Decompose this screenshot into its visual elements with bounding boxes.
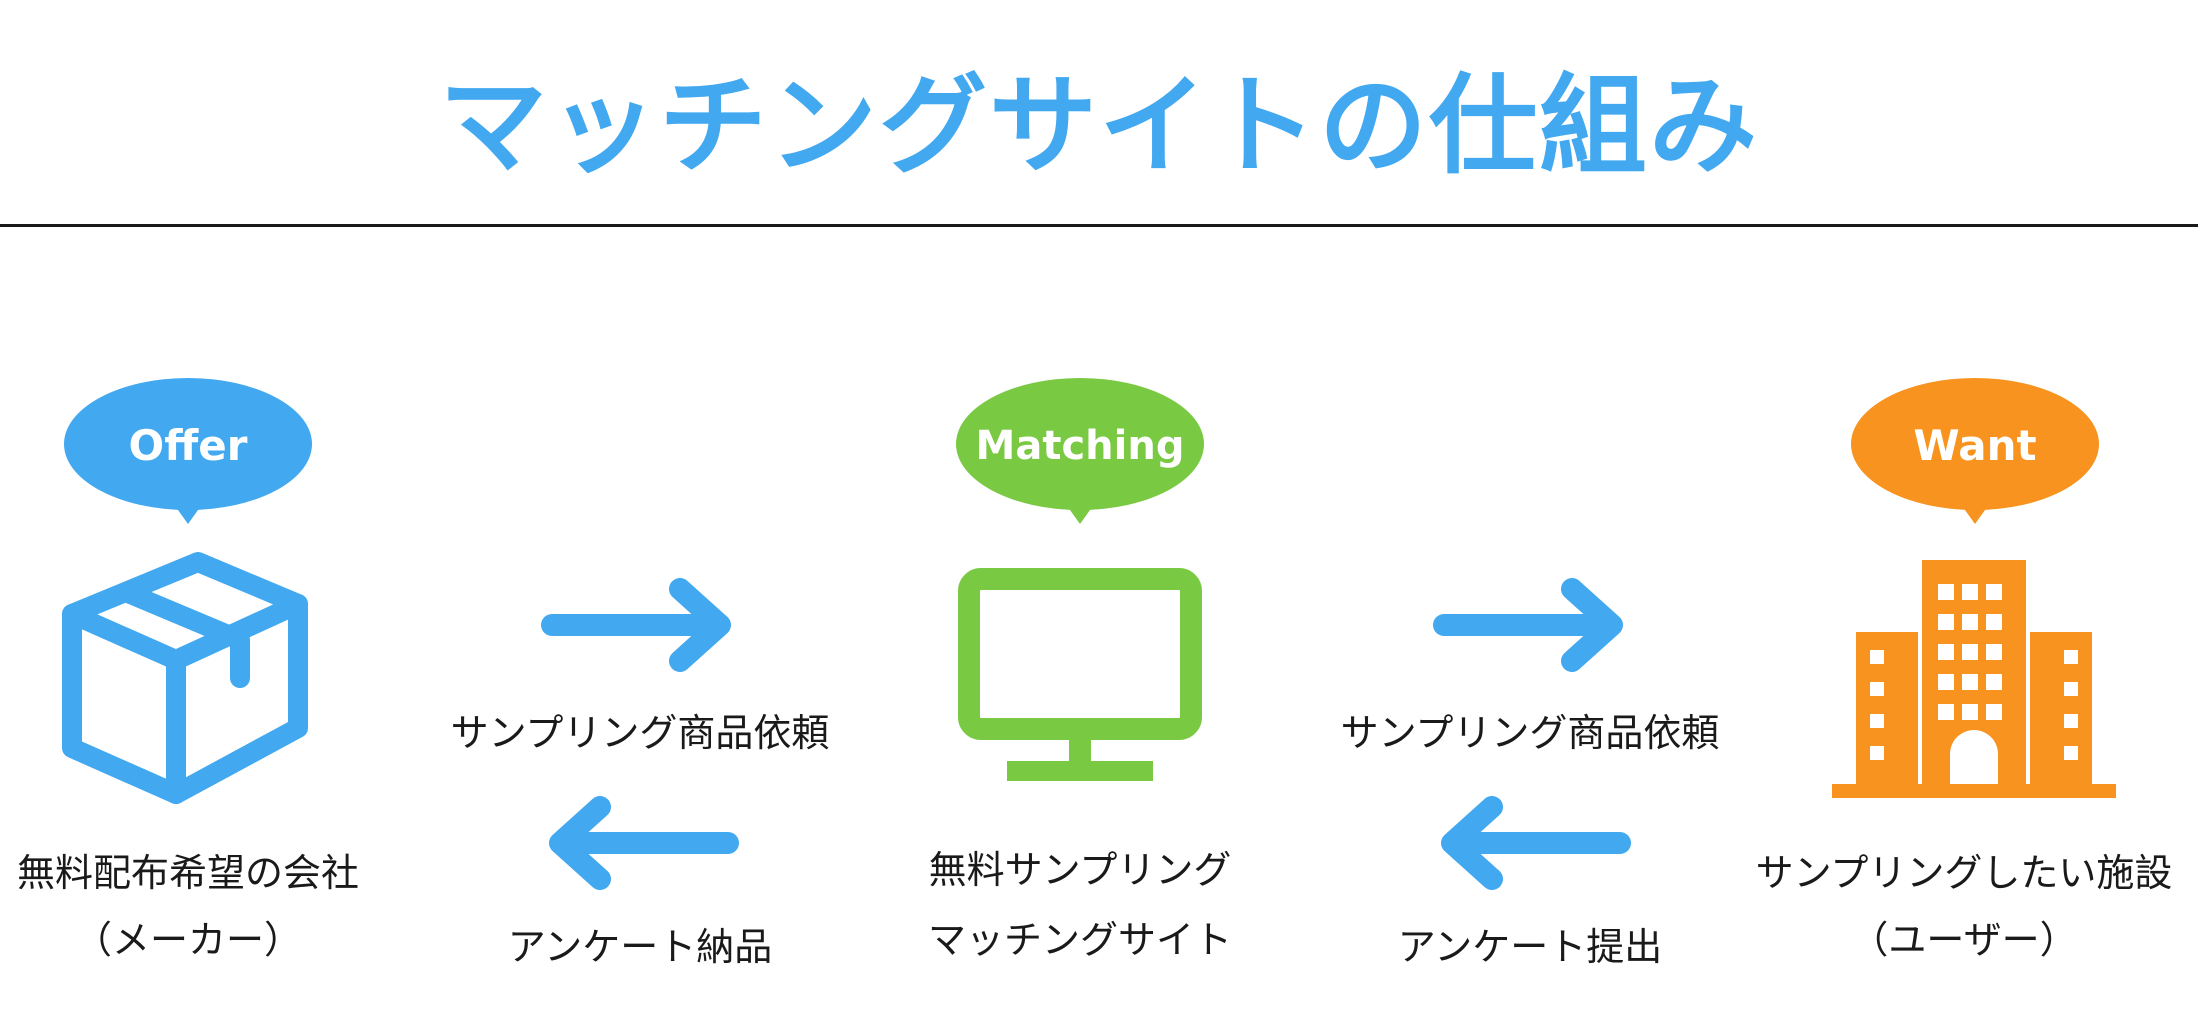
building-icon [1832,560,2116,798]
want-label-line1: サンプリングしたい施設 [1755,851,2173,895]
matching-badge: Matching [955,378,1205,528]
speech-bubble-icon [956,378,1204,524]
offer-badge: Offer [63,378,313,528]
arrow-right-icon [1433,578,1623,672]
matching-label-line1: 無料サンプリング [928,848,1232,892]
page-title: マッチングサイトの仕組み [438,64,1759,189]
left-request-label: サンプリング商品依頼 [450,711,830,755]
arrow-right-icon [541,578,731,672]
right-return-label: アンケート提出 [1397,925,1663,969]
offer-label-line1: 無料配布希望の会社 [16,851,359,895]
right-request-label: サンプリング商品依頼 [1340,711,1720,755]
matching-badge-label: Matching [975,423,1185,469]
want-badge: Want [1850,378,2100,528]
arrow-left-icon [1441,796,1631,890]
want-badge-label: Want [1913,421,2037,470]
offer-label-line2: （メーカー） [73,918,302,962]
speech-bubble-icon [1851,378,2099,524]
left-return-label: アンケート納品 [507,925,773,969]
monitor-icon [958,568,1202,781]
title-divider [0,224,2198,227]
want-label-line2: （ユーザー） [1850,918,2078,962]
matching-label-line2: マッチングサイト [927,918,1232,962]
speech-bubble-icon [64,378,312,524]
arrow-left-icon [549,796,739,890]
box-icon [62,552,308,804]
offer-badge-label: Offer [128,421,248,470]
